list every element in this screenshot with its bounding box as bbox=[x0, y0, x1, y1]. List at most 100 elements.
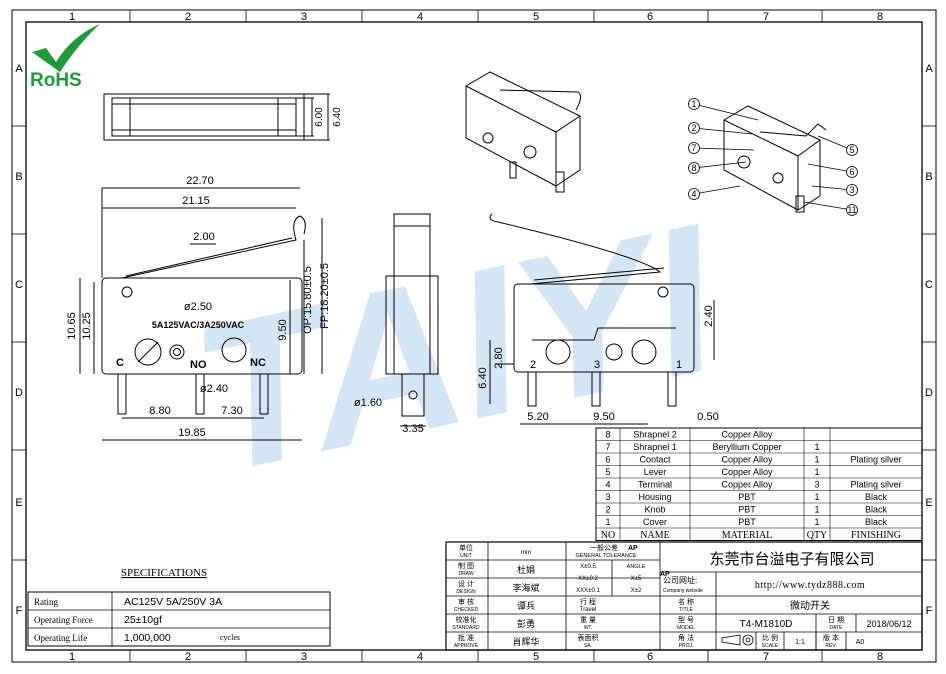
title-block-text: 单位 UNIT mm 一般公差 GENERAL TOLERANCE AP AP … bbox=[452, 543, 911, 649]
spec-value: 1,000,000 bbox=[124, 632, 171, 644]
bom-cell: Lever bbox=[644, 467, 667, 477]
grid-col-top: 7 bbox=[763, 11, 769, 23]
bom-cell: 6 bbox=[605, 455, 610, 465]
tb-tol2: XX±0.2 bbox=[578, 576, 598, 582]
tb-web-cn: 公司网址: bbox=[663, 575, 697, 585]
tb-check-en: CHECKED bbox=[454, 607, 479, 613]
dim-19-85: 19.85 bbox=[178, 427, 206, 439]
bom-cell: 1 bbox=[814, 517, 819, 527]
grid-col-top: 8 bbox=[877, 11, 883, 23]
grid-row-right: B bbox=[925, 171, 932, 183]
bom-cell: Contact bbox=[639, 455, 671, 465]
checkmark-icon bbox=[32, 24, 100, 72]
tb-std-cn: 校准化 bbox=[456, 615, 477, 624]
title-block bbox=[445, 541, 923, 651]
bom-cell: 1 bbox=[814, 467, 819, 477]
tb-date-cn: 日 期 bbox=[828, 616, 844, 624]
grid-col-bottom: 2 bbox=[185, 651, 191, 663]
spec-value: 25±10gf bbox=[124, 614, 162, 626]
tb-ang2: X±2 bbox=[631, 588, 642, 594]
grid-row-left: C bbox=[15, 279, 23, 291]
dim-8-80: 8.80 bbox=[149, 405, 170, 417]
tb-date-val: 2018/06/12 bbox=[866, 619, 911, 629]
dim-back-6-40: 6.40 bbox=[477, 367, 489, 388]
part-balloon-label: 8 bbox=[691, 163, 696, 173]
grid-col-bottom: 7 bbox=[763, 651, 769, 663]
bom-cell: Black bbox=[865, 492, 888, 502]
bom-cell: Beryllium Copper bbox=[712, 442, 781, 452]
tb-appr-name: 肖辉华 bbox=[512, 636, 539, 647]
tb-ang1: X±5 bbox=[631, 576, 642, 582]
projection-symbol-icon bbox=[721, 634, 754, 646]
dim-dia-2-40: ø2.40 bbox=[200, 383, 228, 395]
grid-col-bottom: 1 bbox=[69, 651, 75, 663]
tb-web: http://www.tydz888.com bbox=[755, 580, 865, 591]
tb-draw-name: 杜娟 bbox=[517, 564, 535, 575]
bom-cell: Terminal bbox=[638, 480, 672, 490]
terminal-n1: 1 bbox=[676, 359, 682, 371]
tb-design-cn: 设 计 bbox=[458, 579, 474, 588]
grid-row-right: E bbox=[925, 497, 932, 509]
tb-web-en: Company website bbox=[663, 588, 703, 594]
dim-top-width-2: 6.40 bbox=[332, 107, 343, 127]
bom-cell: 2 bbox=[605, 505, 610, 515]
tb-rev-en: REV. bbox=[825, 643, 836, 649]
bom-cell: Cover bbox=[643, 517, 667, 527]
grid-col-top: 4 bbox=[417, 11, 423, 23]
grid-col-bottom: 8 bbox=[877, 651, 883, 663]
bom-cell: 1 bbox=[814, 442, 819, 452]
spec-label: Operating Force bbox=[34, 615, 93, 625]
terminal-no: NO bbox=[190, 359, 207, 371]
part-balloon-label: 11 bbox=[847, 205, 856, 215]
tb-scale-val: 1:1 bbox=[795, 639, 805, 646]
bom-cell: PBT bbox=[738, 505, 756, 515]
bom-cell: PBT bbox=[738, 517, 756, 527]
tb-ap-2: AP bbox=[660, 571, 670, 578]
terminal-n2: 2 bbox=[530, 359, 536, 371]
grid-row-right: D bbox=[925, 387, 933, 399]
part-balloon bbox=[846, 184, 858, 196]
bom-cell: 1 bbox=[814, 455, 819, 465]
dim-22-70: 22.70 bbox=[186, 175, 214, 187]
part-balloon bbox=[688, 162, 700, 174]
grid-col-bottom: 3 bbox=[301, 651, 307, 663]
bom-cell: 1 bbox=[814, 492, 819, 502]
grid-row-left: B bbox=[15, 171, 22, 183]
grid-row-right: C bbox=[925, 279, 933, 291]
dim-fp: FP:18.20±0.5 bbox=[319, 263, 331, 329]
top-view bbox=[103, 93, 330, 141]
grid-row-right: A bbox=[925, 63, 933, 75]
product-marking: 5A125VAC/3A250VAC bbox=[152, 320, 245, 330]
part-balloon bbox=[688, 142, 700, 154]
tb-check-name: 谭兵 bbox=[517, 600, 535, 611]
part-balloon-label: 5 bbox=[849, 145, 854, 155]
dim-op: OP:15.80±0.5 bbox=[302, 266, 314, 334]
bom-cell: Copper Alloy bbox=[721, 455, 773, 465]
tb-std-name: 彭勇 bbox=[517, 618, 535, 629]
bom-header-cell: MATERIAL bbox=[722, 530, 773, 541]
part-balloon-label: 6 bbox=[849, 167, 854, 177]
tb-proj-cn: 角 法 bbox=[678, 633, 694, 642]
grid-col-top: 5 bbox=[533, 11, 539, 23]
tb-unit-val: mm bbox=[521, 550, 531, 556]
bom-header-cell: FINISHING bbox=[851, 530, 901, 541]
tb-appr-cn: 批 准 bbox=[458, 633, 474, 642]
tb-surf-en: SA. bbox=[584, 643, 592, 649]
terminal-c: C bbox=[116, 357, 124, 369]
grid-col-bottom: 5 bbox=[533, 651, 539, 663]
dim-back-5-20: 5.20 bbox=[527, 411, 548, 423]
iso-view-closed bbox=[465, 71, 582, 193]
bom-cell: 5 bbox=[605, 467, 610, 477]
dim-dia-1-60: ø1.60 bbox=[354, 397, 382, 409]
tb-angle: ANGLE bbox=[627, 564, 646, 570]
grid-row-left: E bbox=[15, 497, 22, 509]
part-balloon bbox=[846, 204, 858, 216]
bom-cell: Plating silver bbox=[850, 455, 901, 465]
tb-travel-cn: 行 程 bbox=[580, 597, 596, 606]
tb-draw-cn: 制 图 bbox=[458, 561, 474, 570]
bom-header-cell: NAME bbox=[640, 530, 669, 541]
tb-appr-en: APPROVE bbox=[454, 643, 479, 649]
